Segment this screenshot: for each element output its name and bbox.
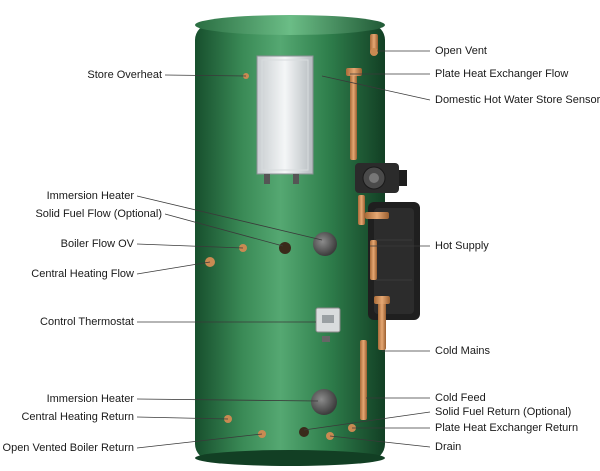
label-boiler-flow-ov: Boiler Flow OV (60, 238, 134, 250)
port-solid-fuel-flow (279, 242, 291, 254)
expansion-vessel (368, 202, 420, 320)
label-open-vented-boiler-return: Open Vented Boiler Return (2, 442, 134, 454)
label-store-overheat: Store Overheat (87, 69, 162, 81)
port-solid-fuel-return (299, 427, 309, 437)
immersion-heater-upper (313, 232, 337, 256)
label-immersion-heater-lower: Immersion Heater (46, 393, 134, 405)
leader-lines (136, 50, 431, 449)
label-central-heating-return: Central Heating Return (21, 411, 134, 423)
plate-heat-exchanger-panel (256, 55, 314, 184)
port-open-vent (370, 48, 378, 56)
label-immersion-heater-upper: Immersion Heater (46, 190, 134, 202)
immersion-heater-lower (311, 389, 337, 415)
label-solid-fuel-flow: Solid Fuel Flow (Optional) (35, 208, 162, 220)
pump (355, 163, 407, 193)
label-solid-fuel-return: Solid Fuel Return (Optional) (435, 406, 572, 418)
label-central-heating-flow: Central Heating Flow (31, 268, 134, 280)
cylinder-body (195, 15, 385, 466)
label-dhw-store-sensor: Domestic Hot Water Store Sensor (435, 94, 600, 106)
label-hot-supply: Hot Supply (435, 240, 489, 252)
label-phe-return: Plate Heat Exchanger Return (435, 422, 579, 434)
label-drain: Drain (435, 441, 462, 453)
label-plate-heat-exchanger-flow: Plate Heat Exchanger Flow (435, 68, 569, 80)
control-thermostat (315, 307, 341, 342)
label-cold-mains: Cold Mains (435, 345, 491, 357)
label-cold-feed: Cold Feed (435, 392, 486, 404)
label-open-vent: Open Vent (435, 45, 487, 57)
label-control-thermostat: Control Thermostat (40, 316, 134, 328)
